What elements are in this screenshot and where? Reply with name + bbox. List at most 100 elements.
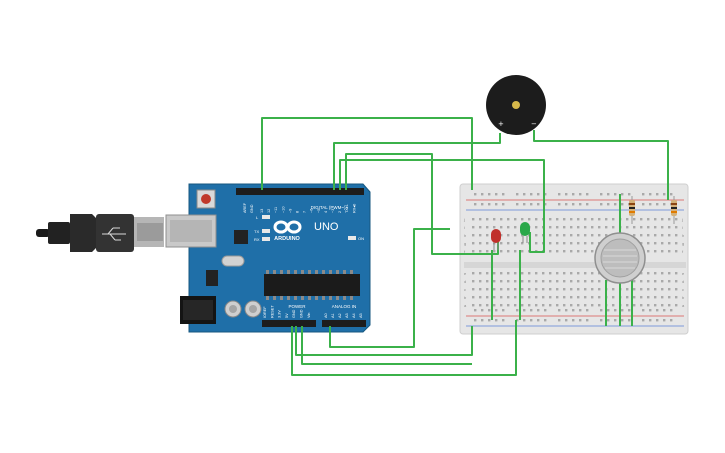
breadboard-hole[interactable] (493, 226, 496, 229)
breadboard-hole[interactable] (488, 193, 491, 196)
breadboard-hole[interactable] (612, 288, 615, 291)
breadboard-hole[interactable] (493, 280, 496, 283)
breadboard-hole[interactable] (584, 296, 587, 299)
breadboard-hole[interactable] (486, 242, 489, 245)
breadboard-hole[interactable] (647, 296, 650, 299)
breadboard-hole[interactable] (668, 288, 671, 291)
breadboard-hole[interactable] (523, 319, 526, 322)
breadboard-hole[interactable] (516, 309, 519, 312)
red-led[interactable] (491, 229, 501, 250)
breadboard-hole[interactable] (570, 226, 573, 229)
breadboard-hole[interactable] (579, 203, 582, 206)
breadboard-hole[interactable] (570, 272, 573, 275)
breadboard-hole[interactable] (591, 288, 594, 291)
breadboard-hole[interactable] (521, 272, 524, 275)
breadboard-hole[interactable] (570, 250, 573, 253)
breadboard-hole[interactable] (626, 296, 629, 299)
breadboard-hole[interactable] (598, 226, 601, 229)
breadboard-hole[interactable] (507, 296, 510, 299)
breadboard-hole[interactable] (647, 218, 650, 221)
breadboard-hole[interactable] (502, 203, 505, 206)
breadboard-hole[interactable] (493, 218, 496, 221)
breadboard-hole[interactable] (514, 250, 517, 253)
breadboard-hole[interactable] (528, 304, 531, 307)
breadboard-hole[interactable] (600, 319, 603, 322)
breadboard-hole[interactable] (572, 203, 575, 206)
breadboard-hole[interactable] (507, 234, 510, 237)
breadboard-hole[interactable] (612, 218, 615, 221)
wires[interactable] (261, 117, 669, 376)
breadboard-hole[interactable] (661, 304, 664, 307)
breadboard-hole[interactable] (521, 234, 524, 237)
wire[interactable] (291, 320, 517, 376)
wire[interactable] (533, 130, 669, 200)
breadboard-hole[interactable] (647, 280, 650, 283)
breadboard-hole[interactable] (486, 280, 489, 283)
breadboard-hole[interactable] (577, 296, 580, 299)
breadboard-hole[interactable] (535, 296, 538, 299)
breadboard-hole[interactable] (472, 296, 475, 299)
breadboard-hole[interactable] (607, 203, 610, 206)
breadboard-hole[interactable] (528, 280, 531, 283)
breadboard-hole[interactable] (488, 203, 491, 206)
breadboard-hole[interactable] (661, 250, 664, 253)
breadboard-hole[interactable] (493, 296, 496, 299)
breadboard-hole[interactable] (535, 234, 538, 237)
breadboard-hole[interactable] (544, 319, 547, 322)
breadboard-hole[interactable] (675, 280, 678, 283)
breadboard-hole[interactable] (647, 304, 650, 307)
breadboard-hole[interactable] (535, 242, 538, 245)
breadboard-hole[interactable] (649, 319, 652, 322)
breadboard-hole[interactable] (563, 226, 566, 229)
breadboard-hole[interactable] (642, 309, 645, 312)
breadboard-hole[interactable] (586, 309, 589, 312)
breadboard-hole[interactable] (668, 234, 671, 237)
breadboard-hole[interactable] (654, 272, 657, 275)
breadboard-hole[interactable] (661, 234, 664, 237)
breadboard-hole[interactable] (626, 226, 629, 229)
breadboard-hole[interactable] (579, 193, 582, 196)
breadboard-hole[interactable] (584, 250, 587, 253)
breadboard-hole[interactable] (661, 288, 664, 291)
breadboard-hole[interactable] (621, 193, 624, 196)
breadboard-hole[interactable] (528, 218, 531, 221)
breadboard-hole[interactable] (570, 296, 573, 299)
breadboard-hole[interactable] (675, 218, 678, 221)
breadboard-hole[interactable] (563, 280, 566, 283)
breadboard-hole[interactable] (558, 203, 561, 206)
breadboard-hole[interactable] (556, 250, 559, 253)
breadboard-hole[interactable] (535, 218, 538, 221)
breadboard-hole[interactable] (507, 242, 510, 245)
piezo-buzzer[interactable]: + − (486, 75, 546, 135)
breadboard-hole[interactable] (654, 242, 657, 245)
breadboard-hole[interactable] (663, 203, 666, 206)
breadboard-hole[interactable] (675, 242, 678, 245)
breadboard-hole[interactable] (605, 234, 608, 237)
breadboard-hole[interactable] (647, 242, 650, 245)
breadboard-hole[interactable] (570, 234, 573, 237)
breadboard-hole[interactable] (642, 193, 645, 196)
breadboard-hole[interactable] (530, 309, 533, 312)
breadboard-hole[interactable] (521, 218, 524, 221)
breadboard-hole[interactable] (514, 234, 517, 237)
breadboard-hole[interactable] (591, 242, 594, 245)
breadboard-hole[interactable] (493, 250, 496, 253)
breadboard-hole[interactable] (486, 250, 489, 253)
breadboard-hole[interactable] (486, 296, 489, 299)
breadboard-hole[interactable] (493, 288, 496, 291)
breadboard-hole[interactable] (640, 234, 643, 237)
breadboard-hole[interactable] (507, 280, 510, 283)
breadboard-hole[interactable] (472, 280, 475, 283)
breadboard-holes[interactable] (472, 193, 678, 322)
breadboard-hole[interactable] (591, 218, 594, 221)
breadboard-hole[interactable] (654, 234, 657, 237)
breadboard-hole[interactable] (500, 234, 503, 237)
breadboard-hole[interactable] (514, 218, 517, 221)
breadboard-hole[interactable] (514, 226, 517, 229)
breadboard-hole[interactable] (507, 304, 510, 307)
breadboard-hole[interactable] (668, 250, 671, 253)
breadboard-hole[interactable] (521, 250, 524, 253)
breadboard-hole[interactable] (614, 319, 617, 322)
breadboard-hole[interactable] (558, 309, 561, 312)
